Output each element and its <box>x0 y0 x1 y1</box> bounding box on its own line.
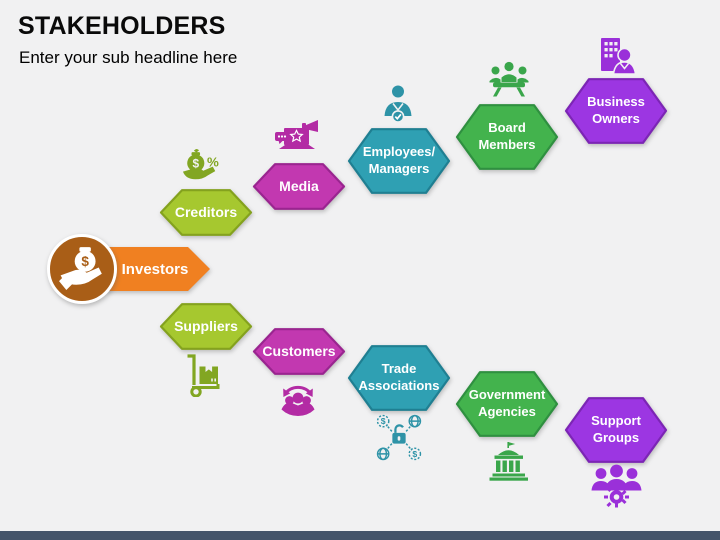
customers-hexagon[interactable]: Customers <box>252 328 346 375</box>
footer-accent-bar <box>0 531 720 540</box>
media-hexagon[interactable]: Media <box>252 163 346 210</box>
hexagon-shape <box>347 128 451 194</box>
svg-text:$: $ <box>381 416 386 426</box>
hexagon-shape <box>564 397 668 463</box>
employee-check-icon <box>382 84 414 124</box>
svg-text:$: $ <box>81 253 89 268</box>
hexagon-shape <box>347 345 451 411</box>
hexagon-label: Support Groups <box>591 413 641 445</box>
sub-headline: Enter your sub headline here <box>19 48 238 67</box>
investors-label: Investors <box>121 260 189 278</box>
svg-text:$: $ <box>412 449 417 459</box>
page-title: STAKEHOLDERS <box>18 12 226 40</box>
hexagon-shape <box>455 371 559 437</box>
support-group-icon <box>589 462 644 508</box>
hexagon-shape <box>252 328 346 375</box>
media-promotion-icon <box>274 119 320 159</box>
trade-hexagon[interactable]: Trade Associations <box>347 345 451 411</box>
hexagon-label: Board Members <box>478 120 536 152</box>
investors-circle[interactable]: $ <box>47 234 117 304</box>
hexagon-label: Suppliers <box>174 317 238 334</box>
arrow-shape <box>106 247 210 291</box>
employees-hexagon[interactable]: Employees/ Managers <box>347 128 451 194</box>
hand-money-bag-icon: $ <box>58 243 106 296</box>
svg-text:$: $ <box>192 156 199 170</box>
customer-group-icon <box>275 381 321 423</box>
trade-network-icon: $ $ <box>374 414 424 461</box>
board-meeting-icon <box>488 60 530 100</box>
hexagon-shape <box>159 189 253 236</box>
government-hexagon[interactable]: Government Agencies <box>455 371 559 437</box>
hexagon-label: Business Owners <box>587 94 645 126</box>
loan-percent-icon: $ % <box>180 146 222 184</box>
government-building-icon <box>485 441 533 481</box>
owner-building-icon <box>596 36 636 74</box>
investors-arrow[interactable]: Investors <box>106 247 210 291</box>
business-hexagon[interactable]: Business Owners <box>564 78 668 144</box>
hexagon-label: Trade Associations <box>358 361 440 393</box>
hexagon-shape <box>564 78 668 144</box>
hexagon-shape <box>159 303 253 350</box>
creditors-hexagon[interactable]: Creditors <box>159 189 253 236</box>
hexagon-label: Government Agencies <box>468 387 546 419</box>
hexagon-label: Employees/ Managers <box>362 144 436 176</box>
hexagon-label: Creditors <box>174 203 238 220</box>
board-hexagon[interactable]: Board Members <box>455 104 559 170</box>
hexagon-label: Customers <box>262 342 336 359</box>
suppliers-hexagon[interactable]: Suppliers <box>159 303 253 350</box>
hexagon-label: Media <box>279 177 319 194</box>
hand-truck-icon <box>184 353 224 397</box>
support-hexagon[interactable]: Support Groups <box>564 397 668 463</box>
svg-text:%: % <box>207 154 219 169</box>
hexagon-shape <box>252 163 346 210</box>
hexagon-shape <box>455 104 559 170</box>
